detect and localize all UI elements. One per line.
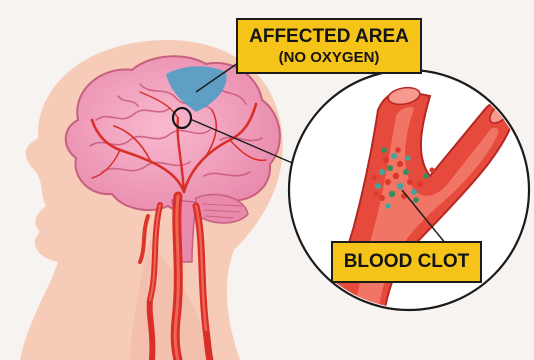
affected-area-subtitle: (NO OXYGEN) — [238, 48, 420, 67]
affected-area-title: AFFECTED AREA — [238, 26, 420, 48]
blood-clot-label: BLOOD CLOT — [331, 241, 482, 283]
affected-area-label: AFFECTED AREA (NO OXYGEN) — [236, 18, 422, 74]
